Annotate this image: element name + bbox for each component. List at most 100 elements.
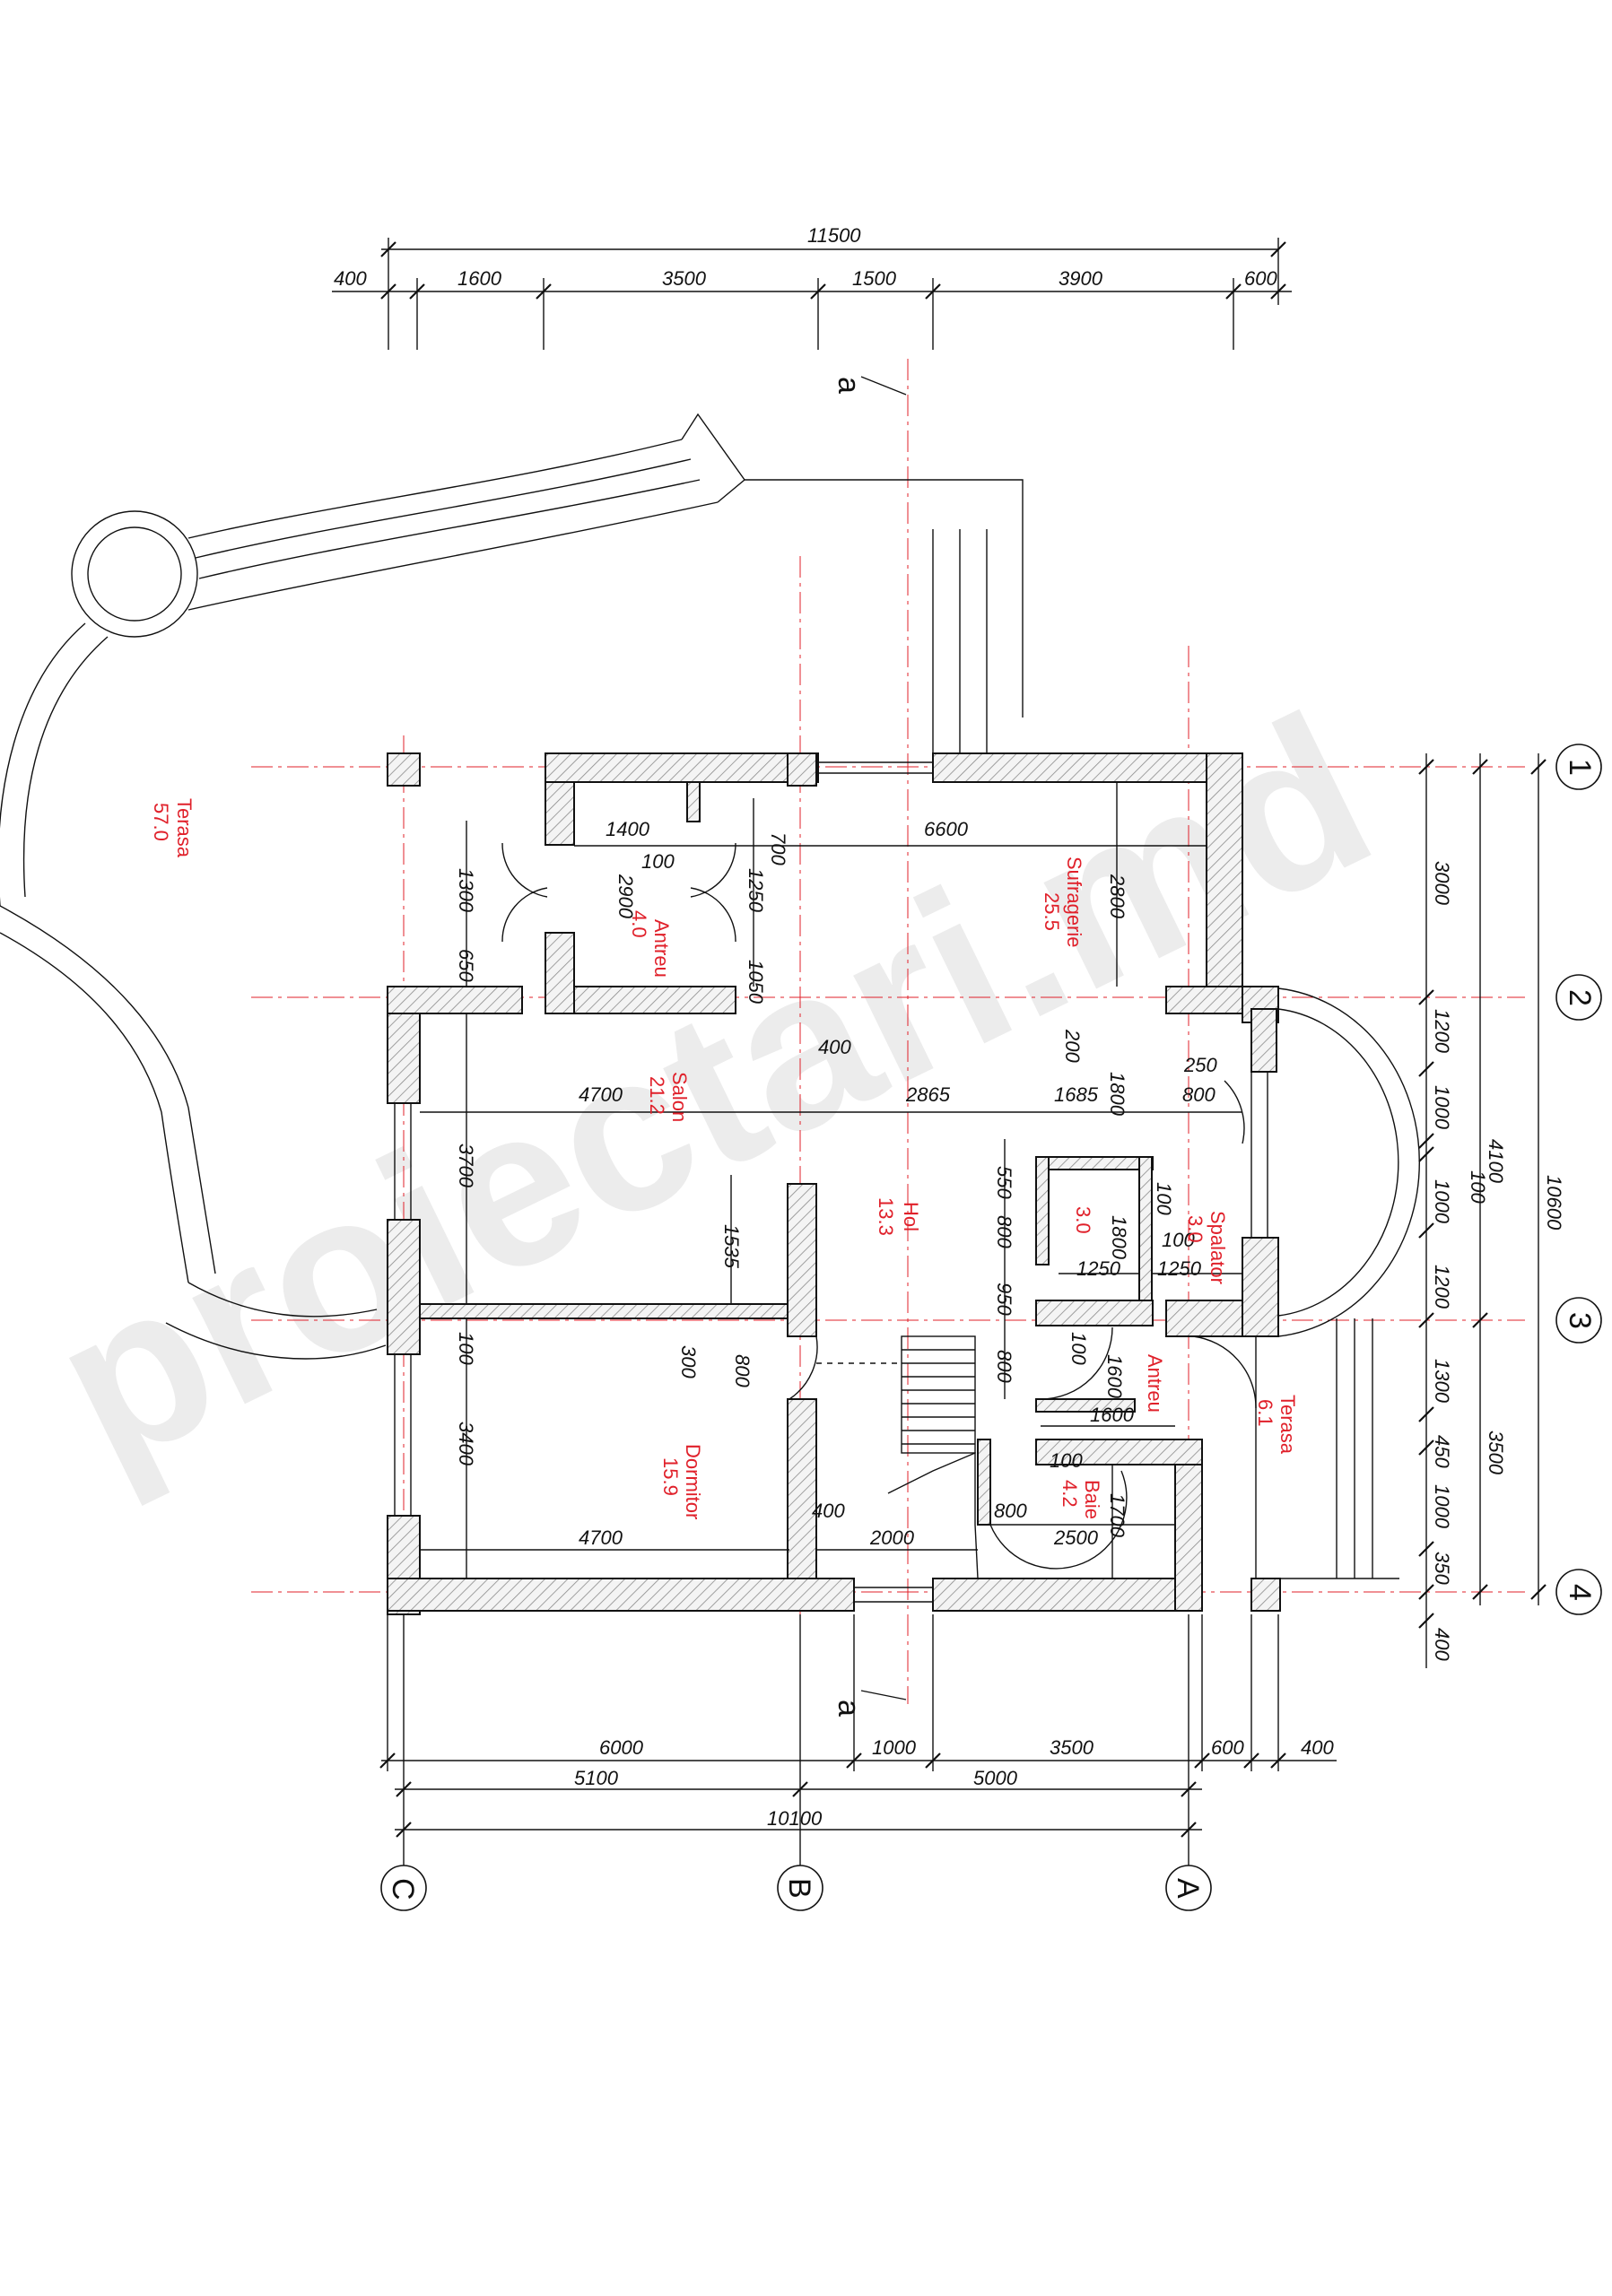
- dim-bottom: 6000: [599, 1736, 644, 1759]
- room-labels: Terasa 57.0 Antreu 4.0 Sufragerie 25.5 S…: [150, 798, 1299, 1519]
- stair: [816, 1335, 979, 1579]
- top-dimension-chain: 11500 400 1600 3500 1500 3900 600: [332, 224, 1292, 350]
- dim-inner: 100: [1162, 1229, 1195, 1251]
- terrace-left: [0, 413, 1024, 1360]
- dim-inner: 550: [993, 1166, 1015, 1199]
- dim-inner: 800: [731, 1354, 754, 1387]
- terrace-right: [1255, 987, 1420, 1605]
- dim-inner: 800: [993, 1350, 1015, 1383]
- room-baie-name: Baie: [1081, 1480, 1103, 1519]
- room-storage-area: 3.0: [1072, 1206, 1094, 1234]
- room-sufragerie-name: Sufragerie: [1063, 857, 1085, 948]
- room-dormitor-name: Dormitor: [682, 1444, 704, 1519]
- dim-inner: 100: [455, 1332, 477, 1365]
- dim-inner: 4700: [579, 1526, 623, 1549]
- doors: [501, 842, 1257, 1570]
- axis-row-3: 3: [1563, 1312, 1597, 1329]
- row-axis-markers: 1 2 3 4: [1555, 744, 1602, 1615]
- dim-inner: 1685: [1054, 1083, 1099, 1106]
- dim-bottom: 400: [1301, 1736, 1334, 1759]
- bottom-dimension-chain: 6000 1000 3500 600 400 5100 5000 10100: [379, 1614, 1337, 1866]
- dim-inner: 800: [1182, 1083, 1216, 1106]
- dim-inner: 2865: [905, 1083, 951, 1106]
- dim-top-5: 3900: [1059, 267, 1103, 290]
- dim-inner: 100: [641, 850, 675, 873]
- dim-inner: 1050: [745, 960, 767, 1004]
- dim-right: 1300: [1431, 1359, 1453, 1404]
- room-spalator-area: 3.0: [1184, 1215, 1207, 1243]
- dim-right: 450: [1431, 1435, 1453, 1468]
- dim-bottom: 3500: [1050, 1736, 1094, 1759]
- dim-inner: 650: [455, 949, 477, 982]
- dim-inner: 1250: [1157, 1257, 1202, 1280]
- axis-col-a: A: [1171, 1878, 1205, 1899]
- room-salon-area: 21.2: [646, 1076, 668, 1115]
- dim-inner: 1600: [1090, 1404, 1135, 1426]
- section-mark-bottom: a: [832, 1700, 866, 1717]
- right-dimension-chain: 3000 1200 1000 100 1000 1200 1300 450 10…: [1418, 753, 1565, 1668]
- dim-inner: 100: [1050, 1449, 1083, 1472]
- windows: [394, 761, 1268, 1603]
- dim-inner: 1300: [455, 868, 477, 913]
- dim-inner: 100: [1067, 1332, 1090, 1365]
- dim-inner: 400: [818, 1036, 851, 1058]
- dim-inner: 400: [812, 1500, 845, 1522]
- column-axis-markers: C B A: [380, 1865, 1212, 1911]
- axis-grid: [251, 359, 1525, 1704]
- room-terasa-right-area: 6.1: [1254, 1399, 1277, 1427]
- dim-top-total: 11500: [807, 224, 861, 247]
- interior-dimension-labels: 1400 700 6600 100 1300 2900 1250 650 105…: [455, 818, 1217, 1549]
- dim-inner: 3700: [455, 1144, 477, 1188]
- dim-bottom: 1000: [872, 1736, 917, 1759]
- room-antreu-area: 4.0: [628, 910, 650, 938]
- dim-inner: 100: [1153, 1182, 1175, 1215]
- axis-col-b: B: [782, 1878, 816, 1899]
- room-antreu2-name: Antreu: [1144, 1354, 1166, 1413]
- dim-bottom: 10100: [767, 1807, 823, 1830]
- room-hol-area: 13.3: [875, 1197, 897, 1236]
- dim-right: 4100: [1485, 1139, 1507, 1184]
- dim-inner: 1535: [720, 1224, 743, 1269]
- dim-inner: 300: [677, 1345, 700, 1378]
- dim-top-2: 1600: [457, 267, 502, 290]
- dim-inner: 4700: [579, 1083, 623, 1106]
- dim-inner: 2800: [1106, 874, 1128, 919]
- dim-inner: 3400: [455, 1422, 477, 1466]
- dim-right: 350: [1431, 1552, 1453, 1585]
- dim-bottom: 5100: [574, 1767, 619, 1789]
- axis-row-2: 2: [1563, 989, 1597, 1006]
- room-dormitor-area: 15.9: [659, 1457, 682, 1496]
- dim-right: 1000: [1431, 1484, 1453, 1529]
- interior-dimension-lines: [420, 782, 1242, 1578]
- dim-top-4: 1500: [852, 267, 897, 290]
- dim-top-1: 400: [334, 267, 367, 290]
- axis-col-c: C: [386, 1878, 420, 1900]
- dim-inner: 700: [767, 832, 789, 865]
- dim-inner: 1700: [1106, 1493, 1128, 1538]
- dim-inner: 1800: [1108, 1215, 1130, 1260]
- dim-inner: 800: [994, 1500, 1027, 1522]
- dim-right: 400: [1431, 1628, 1453, 1661]
- dim-inner: 2000: [869, 1526, 915, 1549]
- room-hol-name: Hol: [900, 1202, 922, 1231]
- dim-inner: 250: [1183, 1054, 1217, 1076]
- dim-inner: 1800: [1106, 1072, 1128, 1117]
- room-antreu-name: Antreu: [650, 919, 673, 978]
- room-salon-name: Salon: [668, 1072, 691, 1122]
- section-marks: a a: [832, 376, 907, 1717]
- dim-top-3: 3500: [662, 267, 707, 290]
- dim-inner: 6600: [924, 818, 969, 840]
- dim-right: 100: [1467, 1170, 1489, 1204]
- dim-right: 1000: [1431, 1179, 1453, 1224]
- dim-bottom: 5000: [973, 1767, 1018, 1789]
- dim-right: 3000: [1431, 861, 1453, 906]
- dim-inner: 200: [1061, 1029, 1084, 1063]
- dim-inner: 1400: [606, 818, 650, 840]
- axis-row-4: 4: [1563, 1584, 1597, 1601]
- dim-top-6: 600: [1244, 267, 1277, 290]
- dim-bottom: 600: [1211, 1736, 1244, 1759]
- room-terasa-left-area: 57.0: [150, 803, 172, 841]
- dim-inner: 1250: [745, 868, 767, 913]
- dim-right: 10600: [1543, 1175, 1565, 1231]
